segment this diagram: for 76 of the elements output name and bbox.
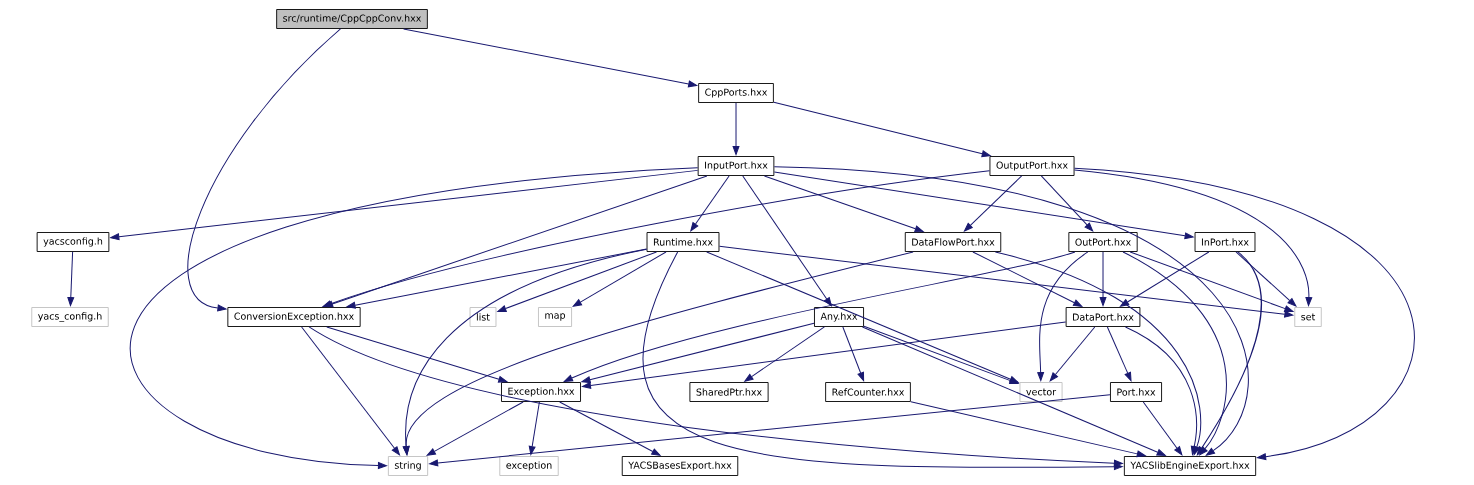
- root-file-box: src/runtime/CppCppConv.hxx: [276, 9, 428, 29]
- arrow: [1099, 251, 1107, 307]
- arrow: [322, 170, 990, 308]
- arrow: [1049, 326, 1096, 382]
- arrow: [308, 326, 1123, 467]
- arrow: [497, 251, 657, 312]
- header-box: YACSBasesExport.hxx: [621, 456, 739, 476]
- arrow: [718, 245, 1294, 318]
- arrow: [1196, 251, 1262, 456]
- header-box: Exception.hxx: [501, 382, 581, 402]
- arrow: [1040, 175, 1094, 232]
- arrow: [131, 167, 699, 469]
- arrow: [706, 251, 1019, 383]
- arrow: [963, 175, 1023, 232]
- arrow: [994, 251, 1202, 456]
- header-box: OutPort.hxx: [1068, 232, 1138, 252]
- arrow: [773, 166, 1249, 456]
- arrow: [326, 326, 508, 383]
- arrow: [1106, 326, 1132, 382]
- header-box: Runtime.hxx: [646, 232, 720, 252]
- header-box: CppPorts.hxx: [698, 83, 774, 103]
- arrow: [1037, 251, 1089, 382]
- arrow: [744, 326, 825, 382]
- arrow: [910, 401, 1146, 458]
- arrow: [528, 401, 540, 456]
- header-box: DataPort.hxx: [1065, 307, 1141, 327]
- arrow: [1235, 251, 1297, 307]
- arrow: [773, 171, 1194, 240]
- arrow: [861, 326, 1166, 456]
- system-header-box: set: [1294, 307, 1322, 327]
- arrow: [572, 251, 667, 307]
- arrow: [582, 321, 1067, 389]
- arrow: [301, 326, 400, 456]
- system-header-box: list: [469, 307, 497, 327]
- arrow: [402, 251, 914, 456]
- arrow: [429, 394, 1111, 467]
- arrow: [763, 175, 924, 233]
- arrow: [742, 175, 832, 307]
- arrow: [1124, 326, 1198, 456]
- header-box: YACSlibEngineExport.hxx: [1123, 456, 1257, 476]
- arrow: [559, 401, 661, 456]
- system-header-box: map: [538, 307, 572, 327]
- arrow: [1122, 251, 1227, 456]
- system-header-box: yacs_config.h: [31, 307, 109, 327]
- header-box: Any.hxx: [814, 307, 864, 327]
- arrow: [732, 102, 740, 156]
- header-box: InputPort.hxx: [697, 156, 775, 176]
- system-header-box: vector: [1019, 382, 1063, 402]
- header-box: yacsconfig.h: [36, 232, 110, 252]
- arrow: [972, 251, 1083, 307]
- arrow: [1142, 401, 1183, 456]
- header-box: SharedPtr.hxx: [689, 382, 769, 402]
- arrow: [1120, 251, 1210, 307]
- arrow: [403, 28, 698, 88]
- arrow: [1074, 167, 1415, 461]
- header-box: InPort.hxx: [1194, 232, 1256, 252]
- arrow: [690, 175, 730, 232]
- arrow: [1074, 169, 1313, 307]
- header-box: OutputPort.hxx: [989, 156, 1075, 176]
- arrow: [773, 101, 991, 158]
- system-header-box: exception: [499, 456, 559, 476]
- arrow: [581, 322, 815, 384]
- arrow: [563, 251, 1076, 382]
- arrow: [1129, 251, 1294, 312]
- header-box: RefCounter.hxx: [825, 382, 911, 402]
- system-header-box: string: [387, 456, 429, 476]
- arrow: [643, 251, 1123, 471]
- header-box: Port.hxx: [1110, 382, 1162, 402]
- arrow: [863, 325, 1019, 384]
- arrow: [842, 326, 865, 382]
- header-box: DataFlowPort.hxx: [904, 232, 1002, 252]
- arrow: [426, 401, 524, 456]
- arrow: [110, 169, 699, 241]
- arrow: [187, 28, 341, 312]
- arrow: [67, 251, 75, 307]
- header-box: ConversionException.hxx: [227, 307, 361, 327]
